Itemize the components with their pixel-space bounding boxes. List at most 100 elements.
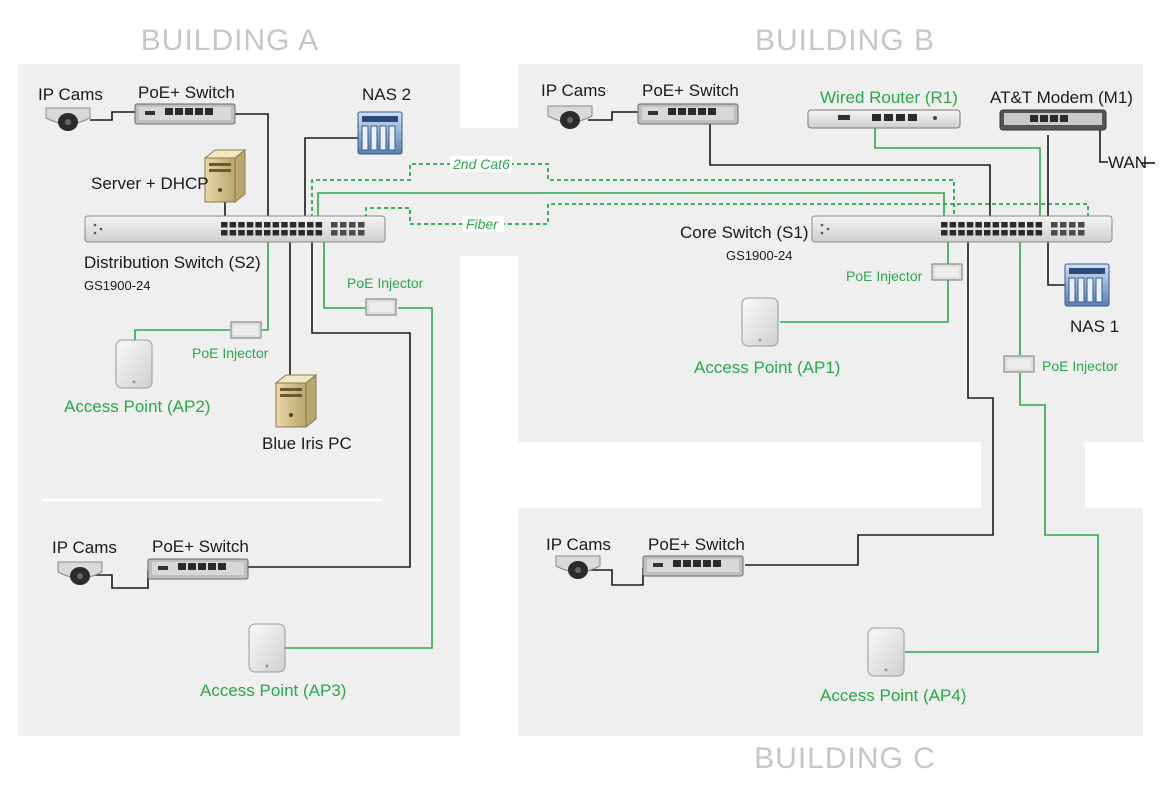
switch-port — [238, 230, 245, 236]
distribution-switch-ports — [221, 222, 365, 236]
sfp-port — [331, 222, 338, 228]
sfp-port — [1060, 230, 1067, 236]
sfp-port — [349, 230, 356, 236]
switch-port — [1001, 222, 1008, 228]
wire-router-modem — [874, 124, 1041, 222]
poe-switch-c-icon — [642, 555, 744, 577]
ip-cams-b-label: IP Cams — [541, 81, 606, 100]
switch-port — [221, 230, 228, 236]
ip-cams-c-label: IP Cams — [546, 535, 611, 554]
wire-cams-b — [588, 111, 638, 121]
switch-port — [1035, 230, 1043, 236]
switch-port — [992, 222, 1000, 228]
switch-port — [298, 230, 305, 236]
server-label: Server + DHCP — [91, 174, 209, 193]
sfp-port — [1069, 230, 1076, 236]
nas2-icon — [357, 111, 403, 155]
poe-switch-a-top-icon — [134, 103, 236, 125]
sfp-port — [1051, 230, 1058, 236]
distribution-switch-label: Distribution Switch (S2) — [84, 253, 261, 272]
switch-port — [255, 230, 262, 236]
switch-port — [264, 222, 271, 228]
access-point-ap1-label: Access Point (AP1) — [694, 358, 840, 377]
poe-injector-a2-icon — [365, 298, 397, 316]
switch-port — [238, 222, 245, 228]
switch-port — [941, 230, 948, 236]
sfp-port — [331, 230, 338, 236]
switch-port — [1018, 222, 1025, 228]
poe-switch-a-bottom-icon — [147, 558, 249, 580]
switch-port — [246, 230, 254, 236]
core-switch-label: Core Switch (S1) — [680, 223, 808, 242]
switch-port — [229, 230, 237, 236]
switch-port — [992, 230, 1000, 236]
ip-cams-a-top-label: IP Cams — [38, 85, 103, 104]
access-point-ap1-icon — [741, 297, 779, 347]
distribution-switch-model: GS1900-24 — [84, 278, 151, 293]
switch-port — [1035, 222, 1043, 228]
switch-port — [958, 230, 965, 236]
wire-ap3 — [285, 307, 433, 649]
switch-port — [246, 222, 254, 228]
sfp-port — [1060, 222, 1067, 228]
att-modem-label: AT&T Modem (M1) — [990, 88, 1133, 107]
poe-injector-b2-label: PoE Injector — [1042, 358, 1119, 374]
wire-ap4 — [905, 373, 1099, 653]
ip-cams-a-bottom-label: IP Cams — [52, 538, 117, 557]
switch-port — [949, 222, 957, 228]
switch-port — [307, 222, 314, 228]
switch-port — [966, 230, 974, 236]
building-b-title: BUILDING B — [755, 24, 935, 57]
wire-nas1 — [1047, 135, 1065, 286]
access-point-ap3-icon — [248, 623, 286, 673]
blue-iris-pc-icon — [275, 374, 317, 428]
switch-port — [315, 230, 323, 236]
switch-port — [1027, 230, 1034, 236]
switch-port — [289, 222, 297, 228]
switch-port — [975, 222, 982, 228]
switch-port — [1009, 230, 1017, 236]
nas1-icon — [1064, 263, 1110, 307]
switch-port — [975, 230, 982, 236]
switch-port — [1027, 222, 1034, 228]
wired-router-icon — [807, 109, 961, 129]
switch-port — [281, 230, 288, 236]
poe-switch-a-top-label: PoE+ Switch — [138, 83, 235, 102]
sfp-port — [1078, 222, 1085, 228]
sfp-port — [358, 222, 365, 228]
switch-port — [272, 230, 280, 236]
sfp-port — [1078, 230, 1085, 236]
access-point-ap3-label: Access Point (AP3) — [200, 681, 346, 700]
switch-port — [1001, 230, 1008, 236]
switch-port — [984, 222, 991, 228]
nas1-label: NAS 1 — [1070, 317, 1119, 336]
wire-cams-a-bottom — [90, 570, 149, 589]
wire-inj-ap2 — [262, 240, 269, 331]
poe-switch-c-label: PoE+ Switch — [648, 535, 745, 554]
poe-injector-b1-label: PoE Injector — [846, 268, 923, 284]
sfp-port — [340, 230, 347, 236]
cat6-link-label: 2nd Cat6 — [452, 156, 510, 172]
switch-port — [984, 230, 991, 236]
wire-poesw-a-top — [235, 113, 269, 225]
wire-poesw-a-bottom — [248, 240, 411, 568]
switch-port — [307, 230, 314, 236]
poe-injector-a1-label: PoE Injector — [192, 345, 269, 361]
switch-port — [315, 222, 323, 228]
access-point-ap4-label: Access Point (AP4) — [820, 686, 966, 705]
access-point-ap4-icon — [867, 627, 905, 677]
access-point-ap2-label: Access Point (AP2) — [64, 397, 210, 416]
sfp-port — [358, 230, 365, 236]
switch-port — [221, 222, 228, 228]
wire-ap2 — [134, 329, 230, 340]
switch-port — [229, 222, 237, 228]
core-switch-icon — [811, 215, 1113, 243]
switch-port — [949, 230, 957, 236]
nas2-label: NAS 2 — [362, 85, 411, 104]
wan-label: WAN — [1108, 153, 1147, 172]
blue-iris-label: Blue Iris PC — [262, 434, 352, 453]
wired-router-label: Wired Router (R1) — [820, 88, 958, 107]
building-a-title: BUILDING A — [141, 24, 319, 57]
poe-injector-a2-label: PoE Injector — [347, 275, 424, 291]
poe-injector-a1-icon — [230, 321, 262, 339]
